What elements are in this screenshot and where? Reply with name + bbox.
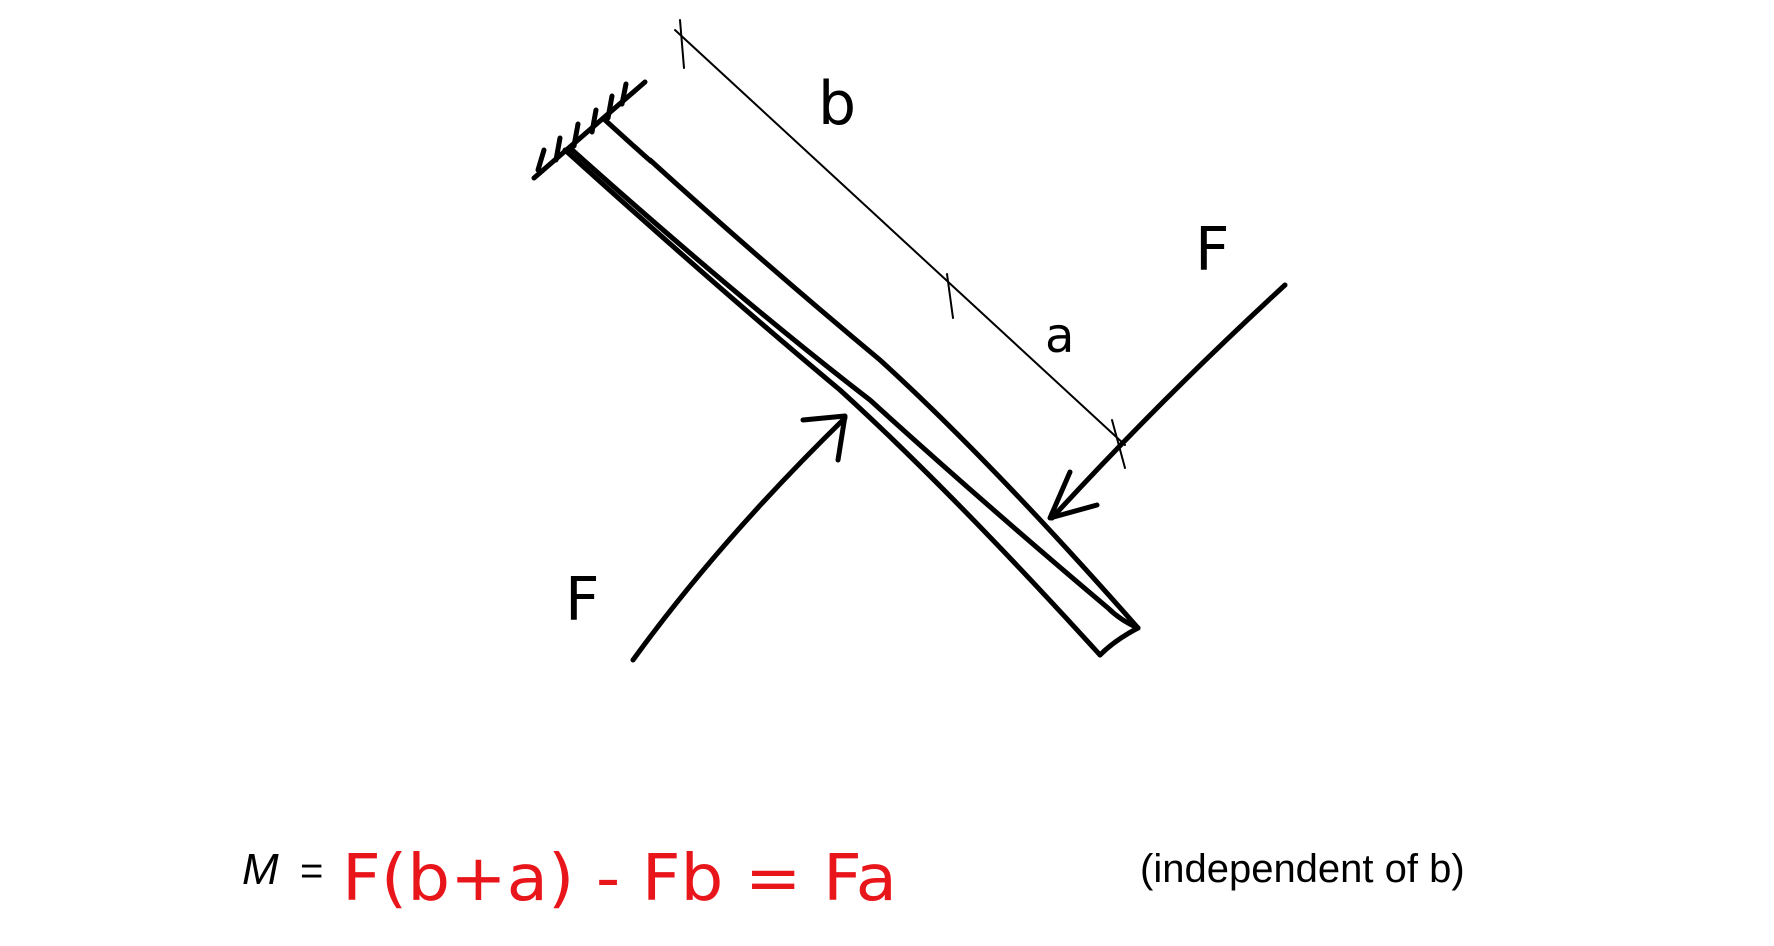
wall-line — [531, 79, 648, 181]
fixed-support — [531, 79, 648, 181]
beam-bottom-line — [562, 147, 1103, 658]
equation-rhs-handwritten: F(b+a) - Fb = Fa — [342, 842, 897, 916]
arrowhead-icon — [1047, 469, 1100, 521]
force-label-lower-left: F — [565, 565, 600, 635]
dimension-axis — [674, 29, 1126, 446]
wall-hatch — [619, 81, 629, 107]
dimension-tick-start — [679, 19, 685, 69]
force-arrow-lower-left — [630, 413, 848, 663]
wall-hatch — [605, 93, 615, 121]
wall-hatch — [535, 147, 547, 173]
beam-lower-edge — [567, 145, 1141, 631]
wall-hatch — [589, 107, 599, 135]
force-shaft — [630, 415, 848, 663]
equation-note: (independent of b) — [1140, 847, 1465, 891]
equation-lhs: M — [242, 845, 279, 894]
force-shaft — [1049, 282, 1288, 521]
dimension-line — [674, 19, 1126, 469]
moment-equation: M = F(b+a) - Fb = Fa — [242, 842, 897, 916]
equation-equals: = — [300, 849, 323, 893]
force-arrow-upper-right — [1047, 282, 1288, 521]
dimension-label-b: b — [818, 69, 856, 139]
dimension-tick-mid — [946, 273, 954, 319]
beam — [562, 117, 1141, 658]
beam-end-cap — [1097, 625, 1141, 658]
dimension-label-a: a — [1045, 308, 1074, 364]
arrowhead-icon — [800, 413, 848, 463]
wall-hatch — [553, 135, 563, 163]
force-label-upper-right: F — [1195, 215, 1230, 285]
beam-upper-edge — [602, 117, 1141, 631]
wall-hatch — [571, 121, 581, 149]
